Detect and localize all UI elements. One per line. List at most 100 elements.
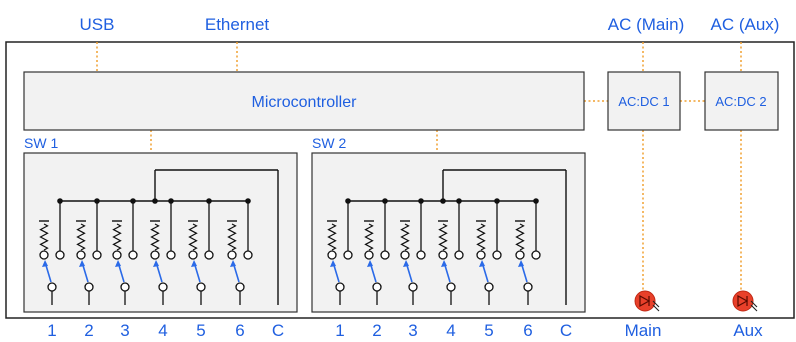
nc-contact: [150, 250, 160, 260]
bus-node: [456, 198, 462, 204]
port-label-2-2: 2: [372, 321, 381, 340]
no-contact: [55, 250, 65, 260]
microcontroller-label: Microcontroller: [252, 94, 358, 111]
switch-block-sw2: [311, 152, 586, 313]
bus-node: [168, 198, 174, 204]
port-label-1-1: 1: [47, 321, 56, 340]
port-label-1-2: 2: [84, 321, 93, 340]
ac-main-label: AC (Main): [608, 15, 685, 34]
bus-node: [130, 198, 136, 204]
bus-junction: [152, 198, 158, 204]
led-body: [634, 290, 656, 312]
bus-node: [206, 198, 212, 204]
resistor-symbol: [400, 223, 410, 251]
pivot-contact: [120, 282, 130, 292]
relay-switch-5: [476, 198, 502, 305]
switch-arm-head: [153, 260, 159, 267]
microcontroller-box: [23, 71, 585, 131]
ethernet-label: Ethernet: [205, 15, 270, 34]
nc-contact: [227, 250, 237, 260]
resistor-symbol: [76, 223, 86, 251]
aux-led-icon: [732, 290, 758, 312]
pivot-contact: [196, 282, 206, 292]
acdc2-label: AC:DC 2: [715, 94, 766, 109]
port-label-1-6: 6: [235, 321, 244, 340]
pivot-contact: [235, 282, 245, 292]
port-label-2-5: 5: [484, 321, 493, 340]
nc-contact: [112, 250, 122, 260]
relay-switch-3: [400, 198, 426, 305]
pivot-contact: [335, 282, 345, 292]
nc-contact: [188, 250, 198, 260]
no-contact: [166, 250, 176, 260]
no-contact: [492, 250, 502, 260]
no-contact: [531, 250, 541, 260]
no-contact: [380, 250, 390, 260]
bus-node: [94, 198, 100, 204]
port-label-1-common: C: [272, 321, 284, 340]
no-contact: [204, 250, 214, 260]
main-label: Main: [625, 321, 662, 340]
port-label-2-6: 6: [523, 321, 532, 340]
switch-arm-head: [367, 260, 373, 267]
switch-arm-head: [115, 260, 121, 267]
relay-switch-2: [364, 198, 390, 305]
switch-arm-head: [441, 260, 447, 267]
bus-node: [57, 198, 63, 204]
relay-switch-2: [76, 198, 102, 305]
resistor-symbol: [188, 223, 198, 251]
port-label-2-common: C: [560, 321, 572, 340]
resistor-symbol: [515, 223, 525, 251]
switch-arm-head: [403, 260, 409, 267]
switch-arm-head: [42, 260, 48, 267]
switch-arm-head: [479, 260, 485, 267]
nc-contact: [476, 250, 486, 260]
bus-node: [382, 198, 388, 204]
nc-contact: [76, 250, 86, 260]
port-label-2-3: 3: [408, 321, 417, 340]
nc-contact: [39, 250, 49, 260]
relay-switch-6: [515, 198, 541, 305]
nc-contact: [515, 250, 525, 260]
acdc1-box: [607, 71, 681, 131]
port-label-1-5: 5: [196, 321, 205, 340]
pivot-contact: [158, 282, 168, 292]
resistor-symbol: [327, 223, 337, 251]
nc-contact: [400, 250, 410, 260]
bus-node: [418, 198, 424, 204]
no-contact: [243, 250, 253, 260]
led-body: [732, 290, 754, 312]
no-contact: [343, 250, 353, 260]
pivot-contact: [484, 282, 494, 292]
led-emission-arrow: [750, 304, 758, 312]
nc-contact: [327, 250, 337, 260]
relay-switch-1: [39, 198, 65, 305]
port-label-1-4: 4: [158, 321, 167, 340]
pivot-contact: [372, 282, 382, 292]
led-emission-arrow: [750, 300, 758, 308]
port-label-2-4: 4: [446, 321, 455, 340]
bus-junction: [440, 198, 446, 204]
no-contact: [454, 250, 464, 260]
resistor-symbol: [150, 223, 160, 251]
nc-contact: [438, 250, 448, 260]
switch-arm-head: [230, 260, 236, 267]
resistor-symbol: [476, 223, 486, 251]
no-contact: [92, 250, 102, 260]
bus-node: [245, 198, 251, 204]
switch-arm-head: [330, 260, 336, 267]
switch-arm-head: [518, 260, 524, 267]
switch-arm-head: [79, 260, 85, 267]
bus-node: [494, 198, 500, 204]
dotted-links: [96, 42, 742, 294]
switch-arm-head: [191, 260, 197, 267]
led-diode-symbol: [639, 294, 651, 308]
pivot-contact: [523, 282, 533, 292]
acdc2-box: [704, 71, 779, 131]
pivot-contact: [408, 282, 418, 292]
bus-node: [533, 198, 539, 204]
relay-switch-6: [227, 198, 253, 305]
switch-block-sw1: [23, 152, 298, 313]
usb-label: USB: [80, 15, 115, 34]
